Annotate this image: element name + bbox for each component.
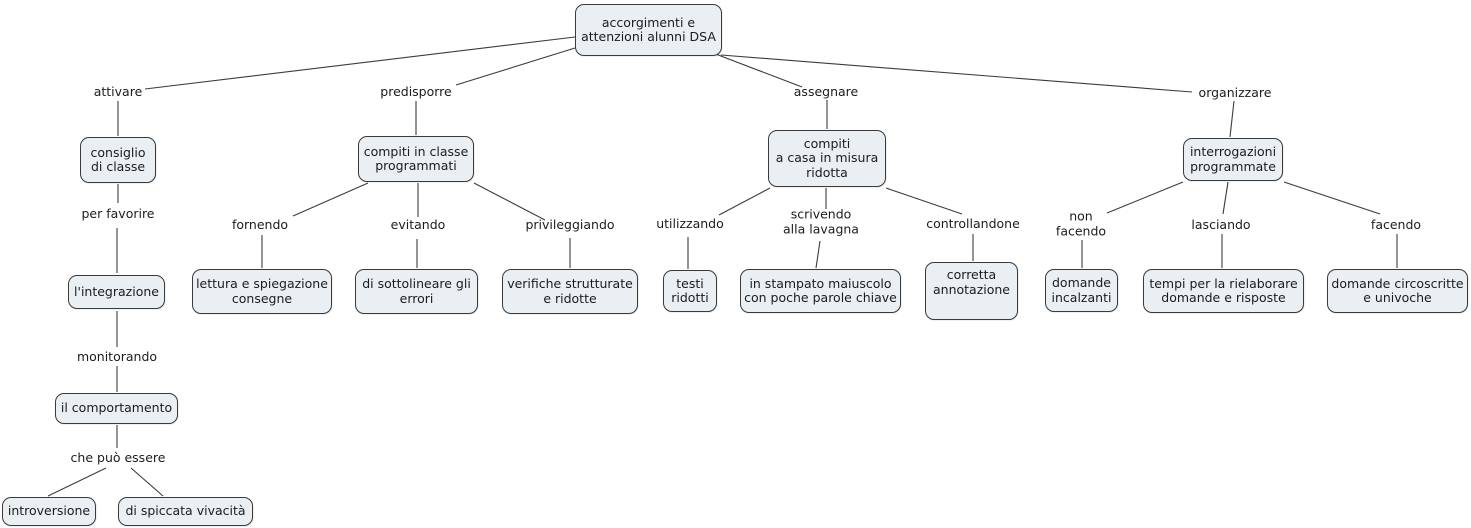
connector-line — [1222, 181, 1229, 215]
linking-phrase-monitorando[interactable]: monitorando — [76, 348, 158, 364]
linking-phrase-attivare[interactable]: attivare — [93, 83, 143, 99]
linking-phrase-privileggiando[interactable]: privileggiando — [525, 216, 615, 232]
connector-line — [1283, 181, 1381, 215]
linking-phrase-organizzare[interactable]: organizzare — [1198, 84, 1272, 100]
linking-phrase-utilizzando[interactable]: utilizzando — [656, 215, 724, 231]
connector-line — [292, 182, 369, 217]
concept-introversione[interactable]: introversione — [2, 497, 96, 526]
concept-consiglio-di-classe[interactable]: consiglio di classe — [80, 137, 156, 183]
connector-line — [473, 182, 546, 221]
linking-phrase-facendo[interactable]: facendo — [1370, 216, 1422, 232]
linking-phrase-controllandone[interactable]: controllandone — [926, 215, 1020, 231]
connector-line — [130, 467, 164, 497]
connector-line — [718, 187, 771, 216]
concept-verifiche-strutturate-e-ridotte[interactable]: verifiche strutturate e ridotte — [502, 269, 638, 314]
concept-interrogazioni-programmate[interactable]: interrogazioni programmate — [1183, 138, 1283, 181]
linking-phrase-evitando[interactable]: evitando — [390, 216, 446, 232]
concept-di-spiccata-vivacita[interactable]: di spiccata vivacità — [118, 497, 253, 526]
concept-tempi-per-la-rielaborare[interactable]: tempi per la rielaborare domande e rispo… — [1143, 269, 1304, 313]
linking-phrase-scrivendo-alla-lavagna[interactable]: scrivendo alla lavagna — [783, 206, 859, 236]
connector-line — [885, 187, 963, 215]
linking-phrase-fornendo[interactable]: fornendo — [231, 216, 289, 232]
linking-phrase-non-facendo[interactable]: non facendo — [1055, 208, 1107, 238]
concept-compiti-a-casa-in-misura-ridotta[interactable]: compiti a casa in misura ridotta — [768, 130, 886, 187]
linking-phrase-assegnare[interactable]: assegnare — [793, 83, 859, 99]
linking-phrase-lasciando[interactable]: lasciando — [1191, 216, 1251, 232]
connector-line — [720, 54, 1193, 93]
concept-domande-circoscritte-e-univoche[interactable]: domande circoscritte e univoche — [1327, 269, 1468, 313]
concept-di-sottolineare-gli-errori[interactable]: di sottolineare gli errori — [355, 269, 478, 314]
linking-phrase-predisporre[interactable]: predisporre — [380, 83, 452, 99]
connector-line — [1106, 181, 1184, 214]
linking-phrase-per-favorire[interactable]: per favorire — [81, 205, 155, 221]
concept-compiti-in-classe-programmati[interactable]: compiti in classe programmati — [358, 136, 474, 182]
concept-il-comportamento[interactable]: il comportamento — [55, 393, 178, 424]
concept-lettura-e-spiegazione-consegne[interactable]: lettura e spiegazione consegne — [192, 269, 332, 314]
connector-line — [47, 467, 107, 497]
concept-testi-ridotti[interactable]: testi ridotti — [663, 270, 717, 312]
connector-line — [815, 240, 821, 269]
connector-line — [144, 36, 576, 90]
connector-line — [712, 52, 803, 88]
concept-l-integrazione[interactable]: l'integrazione — [68, 275, 165, 309]
concept-root[interactable]: accorgimenti e attenzioni alunni DSA — [575, 4, 722, 56]
connector-line — [455, 47, 576, 86]
concept-in-stampato-maiuscolo[interactable]: in stampato maiuscolo con poche parole c… — [740, 269, 901, 313]
linking-phrase-che-puo-essere[interactable]: che può essere — [70, 449, 166, 465]
concept-corretta-annotazione[interactable]: corretta annotazione — [925, 262, 1018, 320]
connector-line — [1229, 100, 1235, 138]
concept-domande-incalzanti[interactable]: domande incalzanti — [1045, 269, 1118, 312]
